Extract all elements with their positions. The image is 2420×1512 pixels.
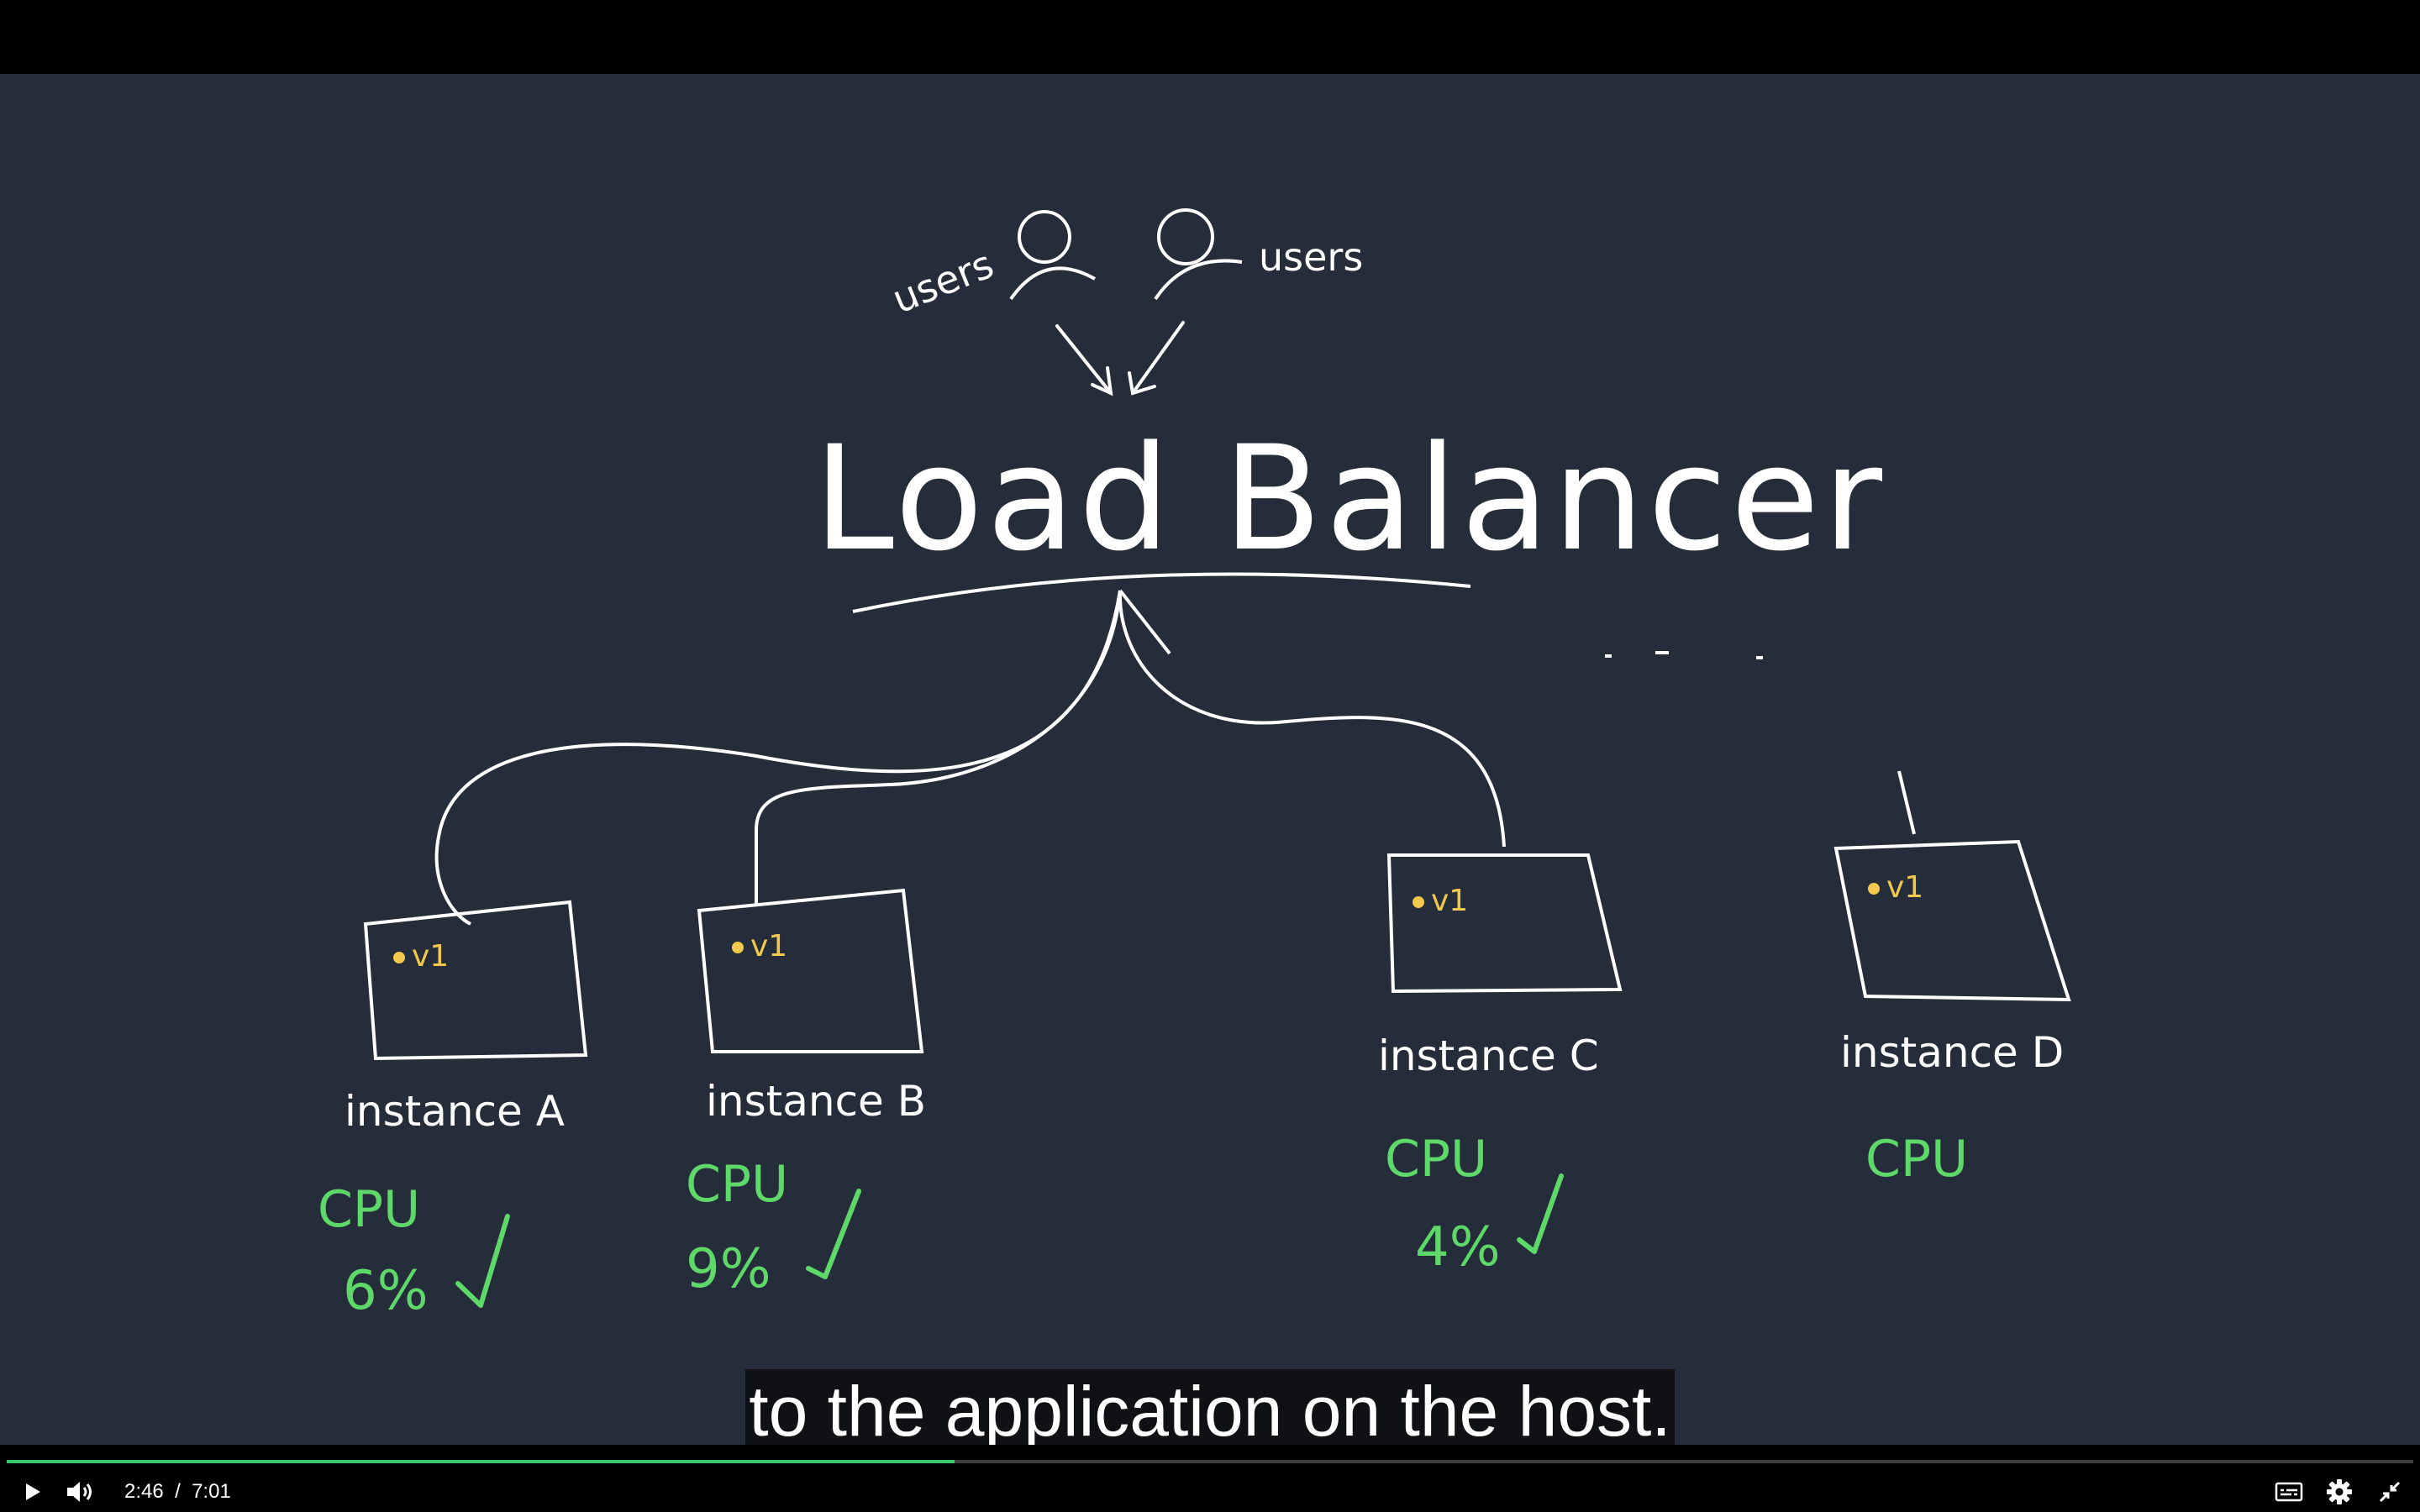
- instance-c-label: instance C: [1378, 1032, 1599, 1080]
- time-display: 2:46 / 7:01: [124, 1478, 231, 1505]
- instance-c-cpu-label: CPU: [1385, 1130, 1487, 1189]
- user-icon-right: [1154, 208, 1243, 301]
- play-icon: [26, 1483, 40, 1500]
- captions-icon: [2275, 1482, 2303, 1502]
- exit-fullscreen-icon: [2379, 1481, 2401, 1503]
- instance-a-check-icon: [455, 1214, 510, 1308]
- instance-a-box: [363, 900, 588, 1061]
- instance-c-box: [1386, 853, 1623, 994]
- instance-c-cpu-value: 4%: [1415, 1216, 1501, 1278]
- progress-bar[interactable]: [7, 1460, 2413, 1463]
- instance-d-box: [1833, 839, 2071, 1002]
- captions-button[interactable]: [2272, 1477, 2306, 1507]
- volume-button[interactable]: [62, 1477, 97, 1507]
- player-controls: 2:46 / 7:01: [0, 1445, 2420, 1512]
- instance-b-box: [697, 888, 924, 1053]
- instance-b-label: instance B: [706, 1077, 926, 1126]
- subtitle-caption: to the application on the host.: [0, 1369, 2420, 1453]
- time-separator: /: [175, 1480, 181, 1503]
- duration: 7:01: [192, 1480, 231, 1503]
- users-label-left: users: [886, 241, 999, 323]
- user-icon-left: [1009, 210, 1096, 301]
- progress-fill: [7, 1460, 955, 1463]
- instance-a-cpu-label: CPU: [318, 1180, 420, 1239]
- instance-a-version: v1: [412, 939, 449, 974]
- connection-lines: [434, 589, 1916, 926]
- instance-d-cpu-label: CPU: [1865, 1130, 1968, 1189]
- instance-c-check-icon: [1517, 1173, 1564, 1254]
- instance-b-cpu-value: 9%: [686, 1238, 771, 1300]
- instance-b-cpu-label: CPU: [686, 1155, 788, 1214]
- request-arrows: [1055, 321, 1185, 396]
- instance-b-check-icon: [806, 1189, 861, 1279]
- current-time: 2:46: [124, 1480, 164, 1503]
- load-balancer-underline: [852, 572, 1471, 613]
- instance-a-label: instance A: [345, 1087, 565, 1136]
- users-label-right: users: [1259, 234, 1363, 280]
- video-frame[interactable]: users users Load Balancer: [0, 74, 2420, 1445]
- play-button[interactable]: [17, 1477, 47, 1507]
- volume-icon: [67, 1482, 92, 1502]
- instance-c-version-dot: [1413, 896, 1424, 908]
- load-balancer-title: Load Balancer: [813, 414, 1886, 583]
- instance-b-version: v1: [750, 929, 787, 963]
- instance-d-version-dot: [1868, 883, 1880, 895]
- exit-fullscreen-button[interactable]: [2375, 1477, 2405, 1507]
- whiteboard-diagram: users users Load Balancer: [318, 208, 2071, 1322]
- instance-d-version: v1: [1886, 870, 1923, 905]
- instance-a-version-dot: [393, 952, 405, 963]
- instance-d-label: instance D: [1840, 1028, 2064, 1077]
- instance-c-version: v1: [1431, 884, 1468, 918]
- gear-icon: [2327, 1479, 2352, 1504]
- caption-text: to the application on the host.: [745, 1369, 1675, 1453]
- settings-button[interactable]: [2323, 1477, 2356, 1507]
- instance-b-version-dot: [732, 942, 744, 953]
- instance-a-cpu-value: 6%: [343, 1260, 429, 1322]
